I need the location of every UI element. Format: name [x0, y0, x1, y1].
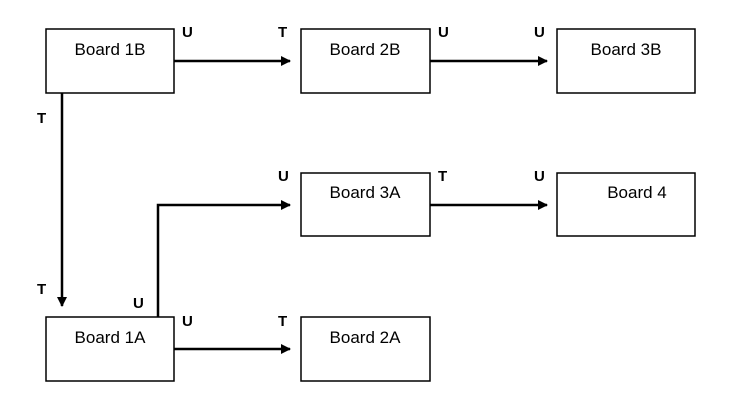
board-box	[300, 316, 431, 382]
board-box	[45, 316, 175, 382]
board-box	[556, 172, 696, 237]
board-box	[45, 28, 175, 94]
board-2a: Board 2A	[300, 316, 431, 382]
port-label-3b-u: U	[534, 24, 545, 41]
board-2b: Board 2B	[300, 28, 431, 94]
port-label-3a-u: U	[278, 168, 289, 185]
connectors	[57, 56, 548, 354]
board-label: Board 4	[607, 183, 667, 202]
port-label-1a-u-right: U	[182, 313, 193, 330]
board-1a: Board 1A	[45, 316, 175, 382]
board-box	[300, 172, 431, 237]
port-label-3a-t: T	[438, 168, 447, 185]
port-label-1a-u-top: U	[133, 295, 144, 312]
board-4: Board 4	[556, 172, 696, 237]
connector-1a-to-3a	[156, 200, 291, 317]
port-label-2a-t: T	[278, 313, 287, 330]
port-label-4-u: U	[534, 168, 545, 185]
board-label: Board 1B	[75, 40, 146, 59]
port-label-1a-t: T	[37, 281, 46, 298]
board-label: Board 2A	[330, 328, 402, 347]
board-label: Board 3B	[591, 40, 662, 59]
port-labels: U T U U T U T U T U U T	[37, 24, 545, 330]
board-label: Board 1A	[75, 328, 147, 347]
port-label-1b-t: T	[37, 110, 46, 127]
port-label-1b-u: U	[182, 24, 193, 41]
port-label-2b-t: T	[278, 24, 287, 41]
board-label: Board 3A	[330, 183, 402, 202]
board-3b: Board 3B	[556, 28, 696, 94]
board-3a: Board 3A	[300, 172, 431, 237]
board-1b: Board 1B	[45, 28, 175, 94]
board-box	[556, 28, 696, 94]
board-label: Board 2B	[330, 40, 401, 59]
board-box	[300, 28, 431, 94]
port-label-2b-u: U	[438, 24, 449, 41]
